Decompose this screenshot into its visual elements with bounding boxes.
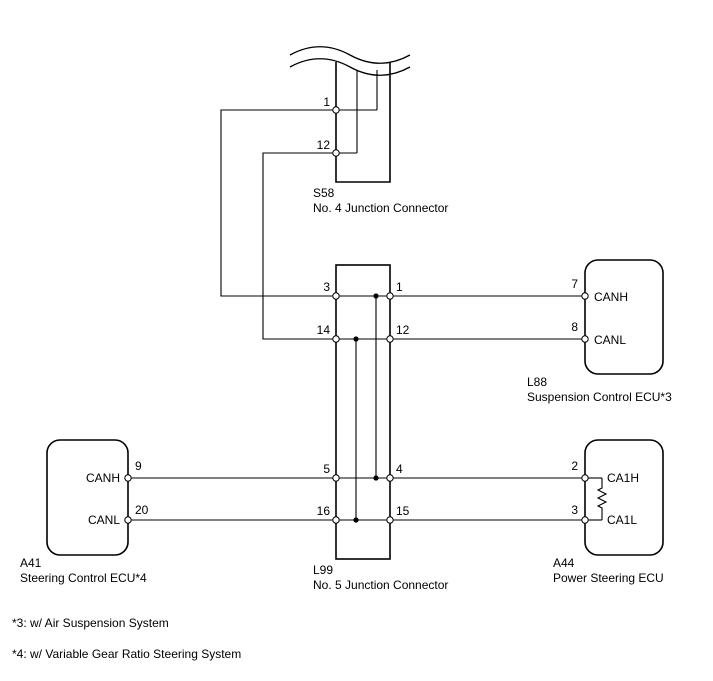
a41-pin-9: [124, 474, 132, 482]
l99-pin-12-label: 12: [396, 323, 410, 337]
splice-point: [353, 517, 359, 523]
l99-name: No. 5 Junction Connector: [313, 578, 448, 592]
l99-pin-3: [332, 292, 340, 300]
l88-ecu-body: [584, 259, 664, 375]
l88-terminal-canl: CANL: [594, 333, 626, 347]
wave-break-icon: [289, 58, 411, 76]
l88-pin-7: [581, 292, 589, 300]
l88-pin-7-label: 7: [571, 277, 578, 291]
l99-pin-3-label: 3: [323, 280, 330, 294]
a41-terminal-canh: CANH: [86, 471, 120, 485]
l99-pin-5: [332, 474, 340, 482]
l99-pin-12: [386, 335, 394, 343]
a44-terminal-ca1h: CA1H: [607, 471, 639, 485]
s58-pin-1: [332, 106, 340, 114]
l99-pin-1: [386, 292, 394, 300]
footnote-3: *3: w/ Air Suspension System: [12, 616, 169, 630]
a41-terminal-canl: CANL: [88, 513, 120, 527]
l99-pin-5-label: 5: [323, 462, 330, 476]
l99-code: L99: [313, 563, 333, 577]
l99-pin-15: [386, 516, 394, 524]
a44-pin-2-label: 2: [571, 459, 578, 473]
a44-pin-3-label: 3: [571, 503, 578, 517]
l88-code: L88: [527, 375, 547, 389]
splice-point: [373, 293, 379, 299]
s58-connector-body: [335, 62, 391, 183]
l99-pin-1-label: 1: [396, 280, 403, 294]
a41-code: A41: [20, 556, 42, 570]
a44-terminal-ca1l: CA1L: [607, 513, 637, 527]
a41-pin-20: [124, 516, 132, 524]
a44-pin-2: [581, 474, 589, 482]
footnote-4: *4: w/ Variable Gear Ratio Steering Syst…: [12, 647, 242, 661]
l88-pin-8: [581, 335, 589, 343]
l99-pin-4: [386, 474, 394, 482]
l99-connector-body: [335, 264, 391, 560]
l99-pin-14-label: 14: [317, 323, 331, 337]
s58-pin-1-label: 1: [323, 95, 330, 109]
l88-pin-8-label: 8: [571, 320, 578, 334]
a41-pin-20-label: 20: [135, 503, 149, 517]
a44-code: A44: [553, 556, 575, 570]
a41-pin-9-label: 9: [135, 459, 142, 473]
wire-s58-1-to-l99-3: [220, 109, 333, 297]
a44-ecu-body: [584, 439, 664, 556]
a41-ecu-body: [46, 439, 129, 556]
s58-name: No. 4 Junction Connector: [313, 201, 448, 215]
wire-s58-12-to-l99-14: [262, 152, 333, 340]
l99-pin-14: [332, 335, 340, 343]
l99-pin-16-label: 16: [317, 504, 331, 518]
s58-pin-12: [332, 149, 340, 157]
a44-pin-3: [581, 516, 589, 524]
a41-name: Steering Control ECU*4: [20, 571, 147, 585]
l99-pin-16: [332, 516, 340, 524]
l88-terminal-canh: CANH: [594, 290, 628, 304]
wave-break-icon: [289, 46, 411, 64]
resistor-icon: [596, 478, 608, 520]
splice-point: [373, 475, 379, 481]
s58-pin-12-label: 12: [317, 138, 331, 152]
l99-pin-4-label: 4: [396, 462, 403, 476]
a44-name: Power Steering ECU: [553, 571, 664, 585]
s58-code: S58: [313, 186, 335, 200]
splice-point: [353, 336, 359, 342]
l88-name: Suspension Control ECU*3: [527, 390, 672, 404]
l99-pin-15-label: 15: [396, 504, 410, 518]
